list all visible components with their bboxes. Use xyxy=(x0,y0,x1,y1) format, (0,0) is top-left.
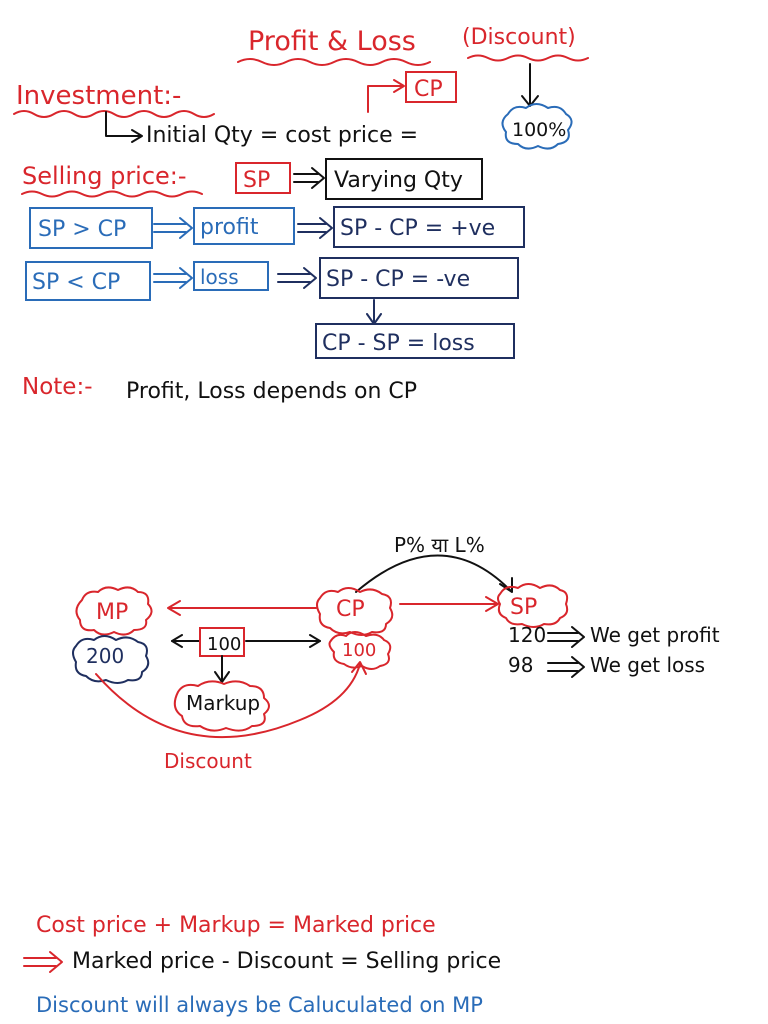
title-paren-underline xyxy=(467,54,589,62)
loss-calc-box xyxy=(315,323,515,359)
loss-condition: SP < CP xyxy=(32,270,120,295)
profit-implies-arrow-1 xyxy=(153,217,193,239)
profit-example-text: We get profit xyxy=(590,623,720,647)
initial-line: Initial Qty = cost price = xyxy=(146,123,418,148)
discount-rule: Discount will always be Caluculated on M… xyxy=(36,993,483,1017)
loss-example-value: 98 xyxy=(508,653,533,677)
profit-condition-box xyxy=(29,207,153,249)
mp-label: MP xyxy=(96,600,128,625)
cp-cloud xyxy=(316,587,394,636)
investment-group: Investment:- CP Initial Qty = cost price… xyxy=(13,63,573,150)
page-title: Profit & Loss xyxy=(248,26,416,57)
note-text: Profit, Loss depends on CP xyxy=(126,379,417,404)
loss-example-arrow xyxy=(547,656,585,678)
markup-label: Markup xyxy=(186,691,260,715)
profit-result-box xyxy=(193,207,295,245)
profit-result: profit xyxy=(200,215,259,240)
profit-formula: SP - CP = +ve xyxy=(340,216,495,241)
loss-example-text: We get loss xyxy=(590,653,705,677)
mp-cloud xyxy=(75,586,153,636)
loss-condition-box xyxy=(25,261,151,301)
markup-span-left-head xyxy=(171,634,183,648)
cp-to-mp-arrowhead xyxy=(167,600,181,616)
selling-price-label: Selling price:- xyxy=(22,162,187,190)
selling-formula: Marked price - Discount = Selling price xyxy=(72,949,501,974)
cp-pointer-arrowhead xyxy=(393,79,405,93)
loss-result-box xyxy=(193,261,269,291)
loss-implies-arrow-1 xyxy=(153,267,193,289)
cp-to-sp-arrowhead xyxy=(485,596,499,612)
sp-box-label: SP xyxy=(243,168,270,193)
selling-formula-arrow xyxy=(23,951,63,973)
varying-qty-text: Varying Qty xyxy=(334,168,463,193)
discount-curve xyxy=(95,663,361,738)
initial-pointer-arrowhead xyxy=(131,129,143,143)
cp-to-sp-arc-head xyxy=(499,577,513,593)
mp-value: 200 xyxy=(86,644,124,668)
hundred-percent-cloud xyxy=(501,103,573,150)
formulas-group: Cost price + Markup = Marked price Marke… xyxy=(23,913,501,1017)
discount-curve-head xyxy=(351,661,367,675)
profit-implies-arrow-2 xyxy=(297,217,333,239)
selling-price-group: Selling price:- SP Varying Qty xyxy=(21,158,483,200)
sp-label: SP xyxy=(510,595,537,620)
sp-implies-arrow xyxy=(293,167,325,189)
profit-condition: SP > CP xyxy=(38,217,126,242)
sp-box xyxy=(235,162,291,194)
investment-label: Investment:- xyxy=(16,81,181,111)
cp-pointer-arrow xyxy=(367,85,403,113)
profit-rule-group: SP > CP profit SP - CP = +ve xyxy=(29,206,525,249)
cp-value-cloud xyxy=(328,631,392,670)
markup-span-right-head xyxy=(309,634,321,648)
loss-implies-arrow-2 xyxy=(277,267,317,289)
cp-box-label: CP xyxy=(414,77,443,102)
loss-rule-group: SP < CP loss SP - CP = -ve CP - SP = los… xyxy=(25,257,519,359)
markup-down-arrowhead xyxy=(214,671,230,683)
loss-calc-formula: CP - SP = loss xyxy=(322,331,475,356)
cp-label: CP xyxy=(336,597,365,622)
loss-formula: SP - CP = -ve xyxy=(326,267,470,292)
cp-box xyxy=(405,71,457,103)
initial-pointer-arrow xyxy=(105,111,141,137)
loss-formula-box xyxy=(319,257,519,299)
markup-formula: Cost price + Markup = Marked price xyxy=(36,913,436,938)
loss-result: loss xyxy=(200,265,239,289)
investment-underline xyxy=(13,110,215,118)
note-label: Note:- xyxy=(22,374,93,400)
hundred-percent-value: 100% xyxy=(512,119,566,141)
markup-cloud xyxy=(173,680,270,732)
profit-example-value: 120 xyxy=(508,623,546,647)
cp-value: 100 xyxy=(342,640,376,661)
profit-formula-box xyxy=(333,206,525,248)
discount-label: Discount xyxy=(164,749,252,773)
profit-example-arrow xyxy=(547,626,585,648)
arc-label: P% या L% xyxy=(394,533,485,557)
selling-price-underline xyxy=(21,190,203,198)
mp-value-cloud xyxy=(72,635,150,684)
diagram-group: P% या L% MP 200 CP 100 SP 100 xyxy=(72,533,720,773)
sp-cloud xyxy=(497,583,569,628)
title-underline xyxy=(237,58,431,66)
cp-to-sp-arc xyxy=(355,554,511,593)
varying-qty-box xyxy=(325,158,483,200)
page-title-paren: (Discount) xyxy=(462,25,576,50)
markup-value: 100 xyxy=(207,634,241,655)
title-group: Profit & Loss (Discount) xyxy=(237,25,589,66)
note-group: Note:- Profit, Loss depends on CP xyxy=(22,374,417,404)
